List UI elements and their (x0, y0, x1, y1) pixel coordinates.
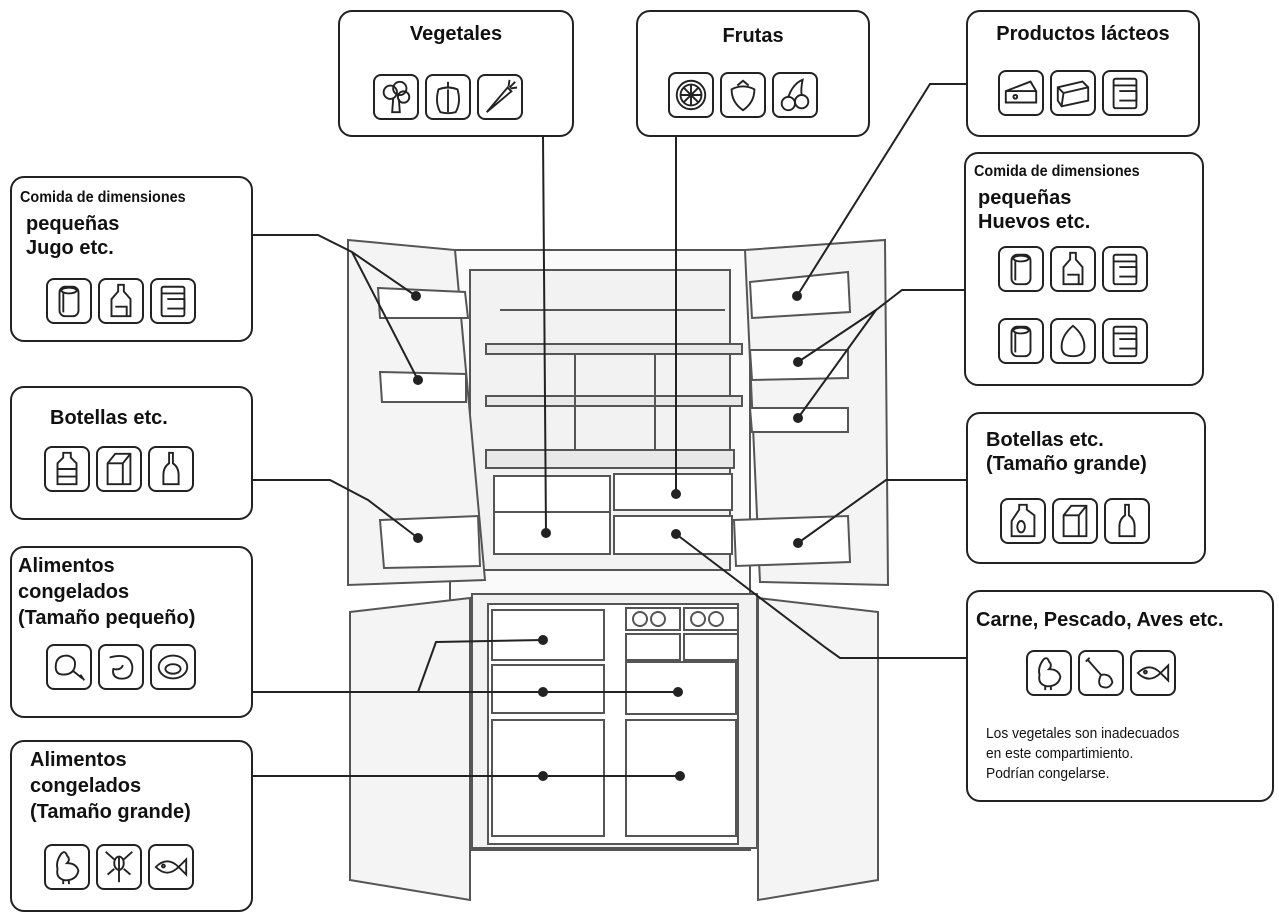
small-food-eggs-label-box: Comida de dimensiones pequeñas Huevos et… (964, 152, 1204, 386)
fish-icon (148, 844, 194, 890)
broccoli-icon (373, 74, 419, 120)
small-food-juice-line2: pequeñas (26, 213, 120, 235)
frozen-large-line1: Alimentos (30, 749, 127, 771)
fish-icon (1130, 650, 1176, 696)
bottle-icon (1050, 246, 1096, 292)
meat-note-line1: Los vegetales son inadecuados (986, 725, 1180, 742)
drumstick-icon (1078, 650, 1124, 696)
bottles-large-line2: (Tamaño grande) (986, 453, 1147, 475)
drumstick-icon (46, 644, 92, 690)
wine-bottle-icon (148, 446, 194, 492)
bottles-label-box: Botellas etc. (10, 386, 253, 520)
wine-bottle-icon (1104, 498, 1150, 544)
milk-carton-icon (1052, 498, 1098, 544)
cherry-icon (772, 72, 818, 118)
bottles-title: Botellas etc. (50, 407, 168, 429)
small-food-eggs-line3: Huevos etc. (978, 211, 1091, 233)
can-icon (998, 318, 1044, 364)
small-food-juice-line3: Jugo etc. (26, 237, 114, 259)
orange-slice-icon (668, 72, 714, 118)
bottle-icon (98, 278, 144, 324)
egg-icon (1050, 318, 1096, 364)
frozen-small-label-box: Alimentos congelados (Tamaño pequeño) (10, 546, 253, 718)
bottles-large-label-box: Botellas etc. (Tamaño grande) (966, 412, 1206, 564)
strawberry-icon (720, 72, 766, 118)
chicken-icon (44, 844, 90, 890)
meat-note-line2: en este compartimiento. (986, 745, 1134, 762)
lobster-icon (96, 844, 142, 890)
butter-icon (1050, 70, 1096, 116)
frozen-large-line3: (Tamaño grande) (30, 801, 191, 823)
shrimp-icon (98, 644, 144, 690)
container-icon (150, 278, 196, 324)
bottles-large-line1: Botellas etc. (986, 429, 1104, 451)
jug-icon (1000, 498, 1046, 544)
vegetables-title: Vegetales (409, 23, 503, 45)
fruits-label-box: Frutas (636, 10, 870, 137)
frozen-small-line2: congelados (18, 581, 130, 603)
frozen-large-label-box: Alimentos congelados (Tamaño grande) (10, 740, 253, 912)
dairy-title: Productos lácteos (996, 23, 1170, 45)
milk-carton-icon (96, 446, 142, 492)
can-icon (998, 246, 1044, 292)
container-icon (1102, 246, 1148, 292)
frozen-small-line3: (Tamaño pequeño) (18, 607, 196, 629)
small-food-eggs-line1: Comida de dimensiones (974, 163, 1140, 180)
pepper-icon (425, 74, 471, 120)
container-icon (1102, 70, 1148, 116)
meat-note-line3: Podrían congelarse. (986, 765, 1110, 782)
chicken-icon (1026, 650, 1072, 696)
small-food-eggs-line2: pequeñas (978, 187, 1072, 209)
small-food-juice-label-box: Comida de dimensiones pequeñas Jugo etc. (10, 176, 253, 342)
frozen-large-line2: congelados (30, 775, 142, 797)
vegetables-label-box: Vegetales (338, 10, 574, 137)
meat-title: Carne, Pescado, Aves etc. (976, 609, 1224, 631)
cheese-icon (998, 70, 1044, 116)
can-icon (46, 278, 92, 324)
fish-steak-icon (150, 644, 196, 690)
dairy-label-box: Productos lácteos (966, 10, 1200, 137)
meat-label-box: Carne, Pescado, Aves etc. Los vegetales … (966, 590, 1274, 802)
carrot-icon (477, 74, 523, 120)
container-icon (1102, 318, 1148, 364)
frozen-small-line1: Alimentos (18, 555, 115, 577)
fruits-title: Frutas (722, 25, 784, 47)
water-bottle-icon (44, 446, 90, 492)
small-food-juice-line1: Comida de dimensiones (20, 189, 186, 206)
